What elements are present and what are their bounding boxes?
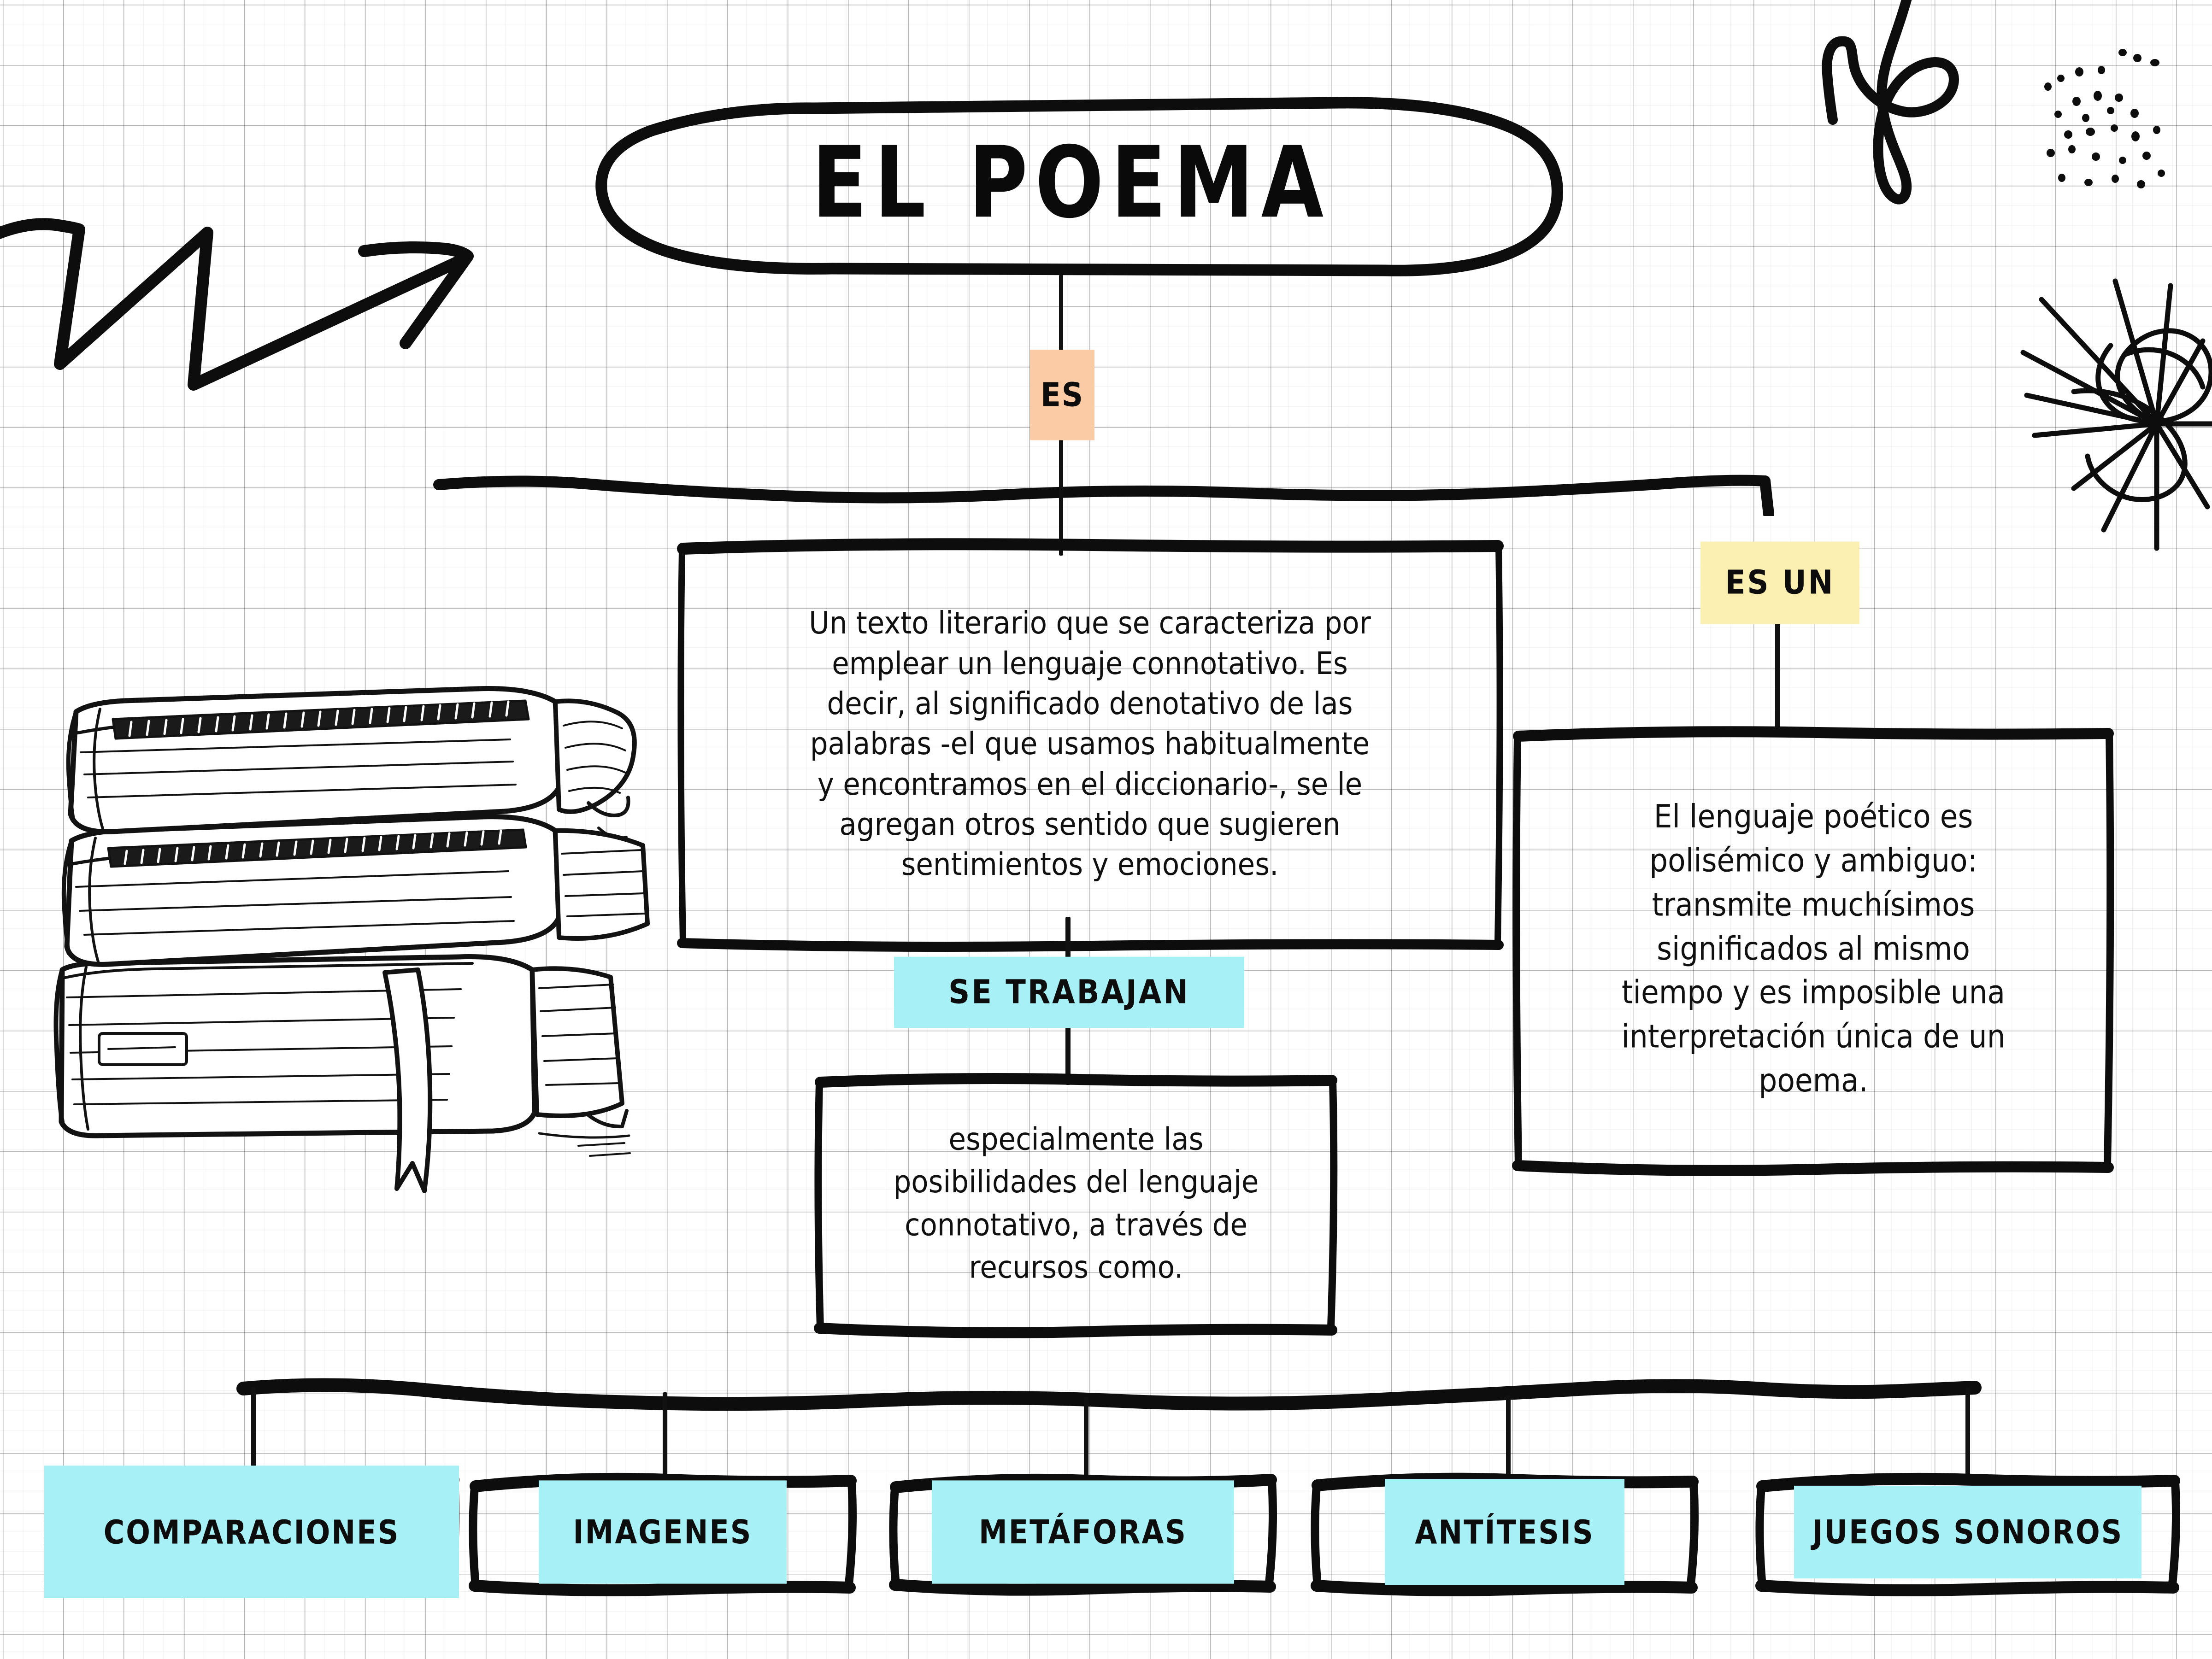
definition-line: palabras -el que usamos habitualmente <box>810 726 1370 762</box>
connector-bottom-distribution-bar <box>235 1378 1982 1414</box>
recurso-box-antitesis[interactable]: ANTÍTESIS <box>1311 1472 1699 1596</box>
poetic-language-line: significados al mismo <box>1657 930 1970 967</box>
connector-es-to-bar <box>1059 428 1063 484</box>
resources-line: especialmente las <box>948 1121 1204 1158</box>
connector-drop-antitesis <box>1506 1396 1511 1482</box>
recurso-box-comparaciones[interactable]: COMPARACIONES <box>44 1466 459 1598</box>
definition-line: decir, al significado denotativo de las <box>827 686 1353 722</box>
recurso-box-metaforas[interactable]: METÁFORAS <box>889 1473 1277 1596</box>
connector-definicion-to-se-trabajan <box>1065 917 1071 967</box>
connector-es-un-to-lenguaje <box>1775 617 1780 733</box>
poetic-language-text: El lenguaje poético es polisémico y ambi… <box>1514 706 2113 1192</box>
poetic-language-box: El lenguaje poético es polisémico y ambi… <box>1512 726 2114 1176</box>
poetic-language-line: tiempo y es imposible una <box>1621 974 2006 1011</box>
resources-line: recursos como. <box>969 1249 1183 1285</box>
starburst-scribble-doodle <box>2018 272 2212 551</box>
poetic-language-line: poema. <box>1759 1062 1868 1099</box>
definition-line: emplear un lenguaje connotativo. Es <box>832 645 1348 682</box>
stack-of-books-illustration <box>44 647 661 1196</box>
resources-text: especialmente las posibilidades del leng… <box>816 1063 1336 1344</box>
scattered-dots-doodle <box>2041 46 2212 240</box>
poetic-language-line: transmite muchísimos <box>1652 886 1975 923</box>
resources-line: posibilidades del lenguaje <box>893 1164 1259 1200</box>
connector-drop-imagenes <box>663 1392 667 1482</box>
page-title: EL POEMA <box>812 126 1331 240</box>
zigzag-arrow-doodle <box>0 166 502 396</box>
connector-label-es-un: ES UN <box>1700 541 1859 624</box>
resources-box: especialmente las posibilidades del leng… <box>814 1073 1338 1338</box>
connector-label-es: ES <box>1030 350 1094 440</box>
definition-line: sentimientos y emociones. <box>901 846 1279 883</box>
definition-box: Un texto literario que se caracteriza po… <box>677 538 1504 952</box>
poetic-language-line: interpretación única de un <box>1621 1018 2006 1055</box>
connector-label-se-trabajan: SE TRABAJAN <box>894 956 1244 1028</box>
recurso-box-imagenes[interactable]: IMAGENES <box>469 1472 857 1596</box>
recurso-label: JUEGOS SONOROS <box>1794 1485 2142 1578</box>
poetic-language-line: polisémico y ambiguo: <box>1649 842 1977 879</box>
loop-swirl-doodle <box>1811 0 2051 240</box>
poetic-language-line: El lenguaje poético es <box>1653 797 1973 835</box>
recurso-box-juegos-sonoros[interactable]: JUEGOS SONOROS <box>1755 1472 2180 1596</box>
connector-drop-comparaciones <box>251 1387 256 1481</box>
definition-text: Un texto literario que se caracteriza po… <box>677 521 1502 967</box>
resources-line: connotativo, a través de <box>904 1207 1248 1243</box>
definition-line: agregan otros sentido que sugieren <box>839 806 1341 843</box>
connector-horizontal-split-bar <box>433 475 1816 516</box>
recurso-label: IMAGENES <box>539 1480 787 1584</box>
connector-drop-metaforas <box>1084 1397 1088 1482</box>
recurso-label: COMPARACIONES <box>44 1466 459 1598</box>
connector-drop-juegos-sonoros <box>1965 1388 1970 1482</box>
recurso-label: METÁFORAS <box>932 1480 1234 1584</box>
connector-bar-to-definicion <box>1059 482 1063 556</box>
connector-title-to-es <box>1059 275 1063 367</box>
page-title-bubble: EL POEMA <box>574 94 1569 276</box>
recurso-label: ANTÍTESIS <box>1384 1479 1625 1585</box>
definition-line: Un texto literario que se caracteriza po… <box>809 605 1371 642</box>
definition-line: y encontramos en el diccionario-, se le <box>817 766 1363 803</box>
connector-se-trabajan-to-recursos <box>1065 1016 1071 1085</box>
